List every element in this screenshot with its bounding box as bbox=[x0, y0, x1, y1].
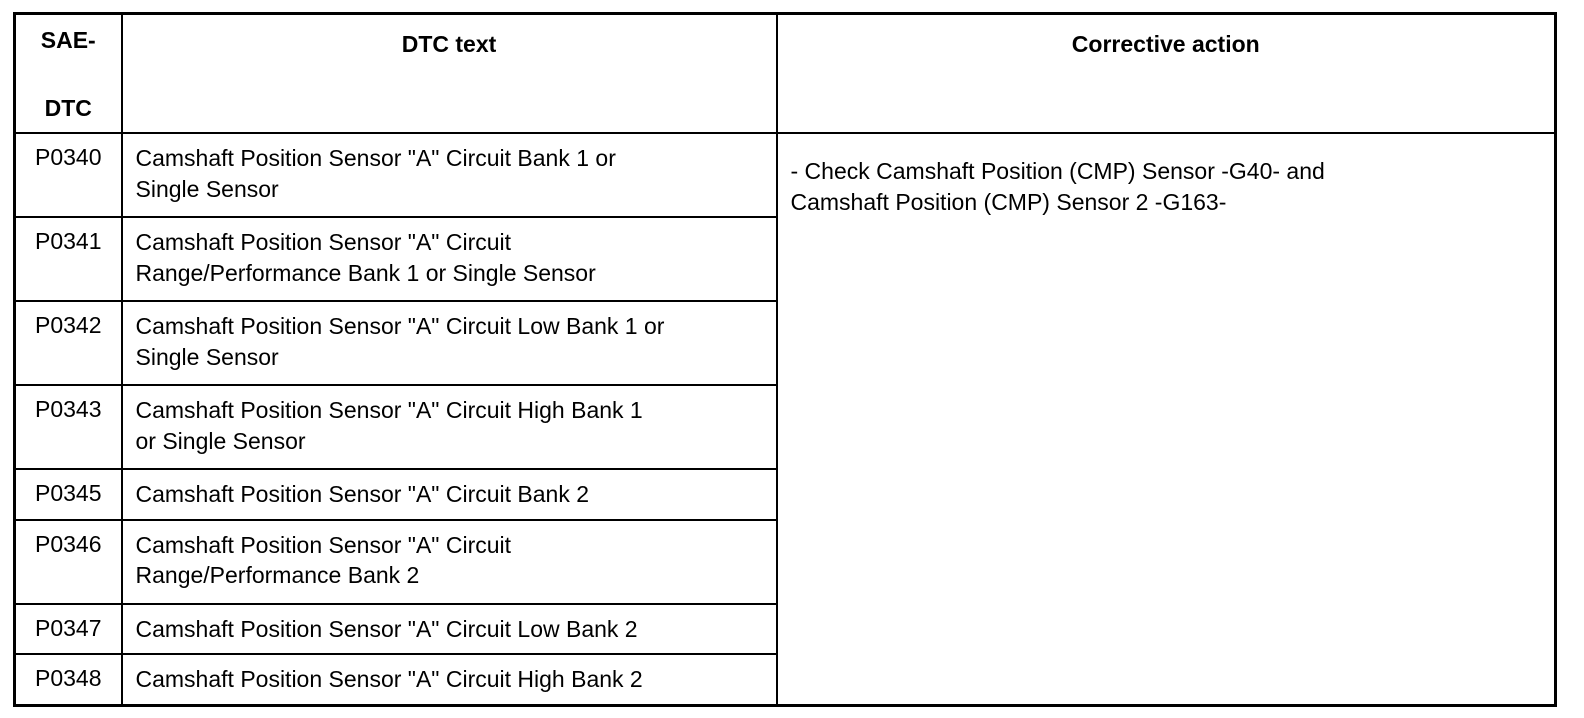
column-header-sae-dtc-line1: SAE- bbox=[40, 27, 96, 53]
cell-sae-dtc-code: P0345 bbox=[13, 468, 123, 521]
cell-sae-dtc-code: P0340 bbox=[13, 132, 123, 219]
column-header-corrective-action: Corrective action bbox=[775, 12, 1557, 135]
cell-dtc-text: Camshaft Position Sensor "A" Circuit Ran… bbox=[120, 518, 778, 605]
dtc-text-line1: Camshaft Position Sensor "A" Circuit Low… bbox=[135, 313, 665, 340]
dtc-text-line1: Camshaft Position Sensor "A" Circuit Hig… bbox=[135, 397, 643, 424]
cell-sae-dtc-code: P0348 bbox=[13, 653, 123, 707]
cell-dtc-text: Camshaft Position Sensor "A" Circuit Low… bbox=[120, 602, 778, 656]
column-header-sae-dtc-line2: DTC bbox=[44, 94, 92, 121]
cell-dtc-text: Camshaft Position Sensor "A" Circuit Hig… bbox=[120, 384, 778, 471]
cell-sae-dtc-code: P0341 bbox=[13, 216, 123, 303]
dtc-text-line1: Camshaft Position Sensor "A" Circuit Ban… bbox=[135, 145, 616, 172]
table-row: P0340 Camshaft Position Sensor "A" Circu… bbox=[13, 132, 1557, 707]
cell-corrective-action: - Check Camshaft Position (CMP) Sensor -… bbox=[775, 132, 1557, 707]
column-header-dtc-text: DTC text bbox=[120, 12, 778, 135]
table-body: P0340 Camshaft Position Sensor "A" Circu… bbox=[13, 132, 1557, 707]
dtc-text-line1: Camshaft Position Sensor "A" Circuit bbox=[135, 531, 512, 558]
table-row: P0346 Camshaft Position Sensor "A" Circu… bbox=[13, 518, 1556, 605]
cell-dtc-text: Camshaft Position Sensor "A" Circuit Ban… bbox=[120, 468, 778, 521]
table-row: P0347 Camshaft Position Sensor "A" Circu… bbox=[13, 602, 1556, 656]
corrective-action-line2: Camshaft Position (CMP) Sensor 2 -G163- bbox=[790, 189, 1227, 216]
table-row: P0343 Camshaft Position Sensor "A" Circu… bbox=[13, 384, 1556, 471]
cell-sae-dtc-code: P0347 bbox=[13, 602, 123, 656]
dtc-text-line2: Range/Performance Bank 2 bbox=[135, 562, 420, 589]
dtc-text-line1: Camshaft Position Sensor "A" Circuit bbox=[135, 229, 512, 256]
cell-dtc-text: Camshaft Position Sensor "A" Circuit Ran… bbox=[120, 216, 778, 303]
table-row: P0342 Camshaft Position Sensor "A" Circu… bbox=[13, 300, 1556, 387]
header-row: SAE- DTC DTC text Corrective action bbox=[13, 12, 1557, 135]
cell-dtc-text: Camshaft Position Sensor "A" Circuit Ban… bbox=[120, 132, 778, 219]
cell-sae-dtc-code: P0342 bbox=[13, 300, 123, 387]
table-row: P0341 Camshaft Position Sensor "A" Circu… bbox=[13, 216, 1556, 303]
cell-dtc-text: Camshaft Position Sensor "A" Circuit Low… bbox=[120, 300, 778, 387]
dtc-text-line2: or Single Sensor bbox=[135, 427, 306, 454]
table-header: SAE- DTC DTC text Corrective action bbox=[13, 12, 1557, 135]
dtc-text-line2: Single Sensor bbox=[135, 175, 279, 202]
corrective-action-line1: - Check Camshaft Position (CMP) Sensor -… bbox=[790, 158, 1325, 185]
table-row: P0345 Camshaft Position Sensor "A" Circu… bbox=[13, 468, 1556, 521]
cell-sae-dtc-code: P0346 bbox=[13, 518, 123, 605]
dtc-text-line1: Camshaft Position Sensor "A" Circuit Low… bbox=[135, 615, 638, 642]
dtc-text-line2: Range/Performance Bank 1 or Single Senso… bbox=[135, 259, 596, 286]
dtc-text-line2: Single Sensor bbox=[135, 343, 279, 370]
dtc-text-line1: Camshaft Position Sensor "A" Circuit Ban… bbox=[135, 481, 590, 508]
column-header-sae-dtc: SAE- DTC bbox=[13, 12, 123, 135]
cell-sae-dtc-code: P0343 bbox=[13, 384, 123, 471]
dtc-corrective-action-table: SAE- DTC DTC text Corrective action P034… bbox=[13, 12, 1557, 707]
dtc-text-line1: Camshaft Position Sensor "A" Circuit Hig… bbox=[135, 666, 643, 693]
cell-dtc-text: Camshaft Position Sensor "A" Circuit Hig… bbox=[120, 653, 778, 707]
table-row: P0348 Camshaft Position Sensor "A" Circu… bbox=[13, 653, 1556, 707]
